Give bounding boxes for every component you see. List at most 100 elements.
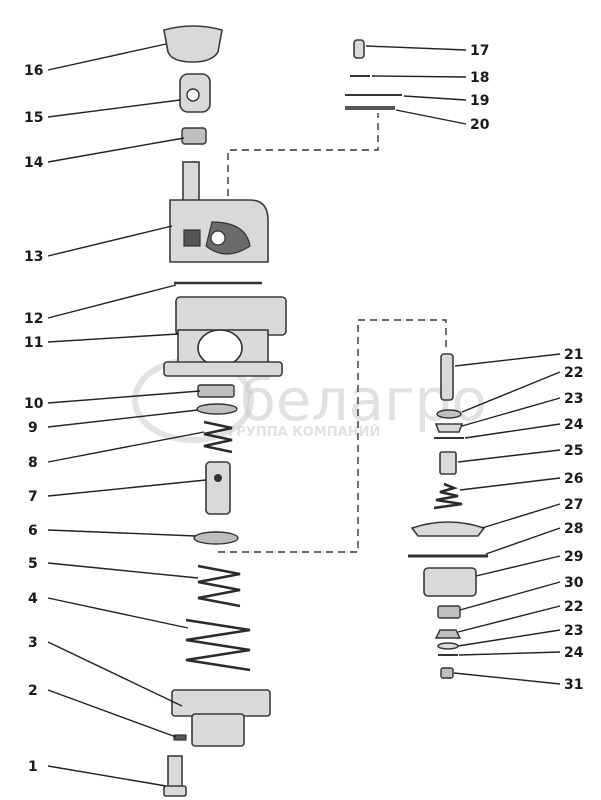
leader-13	[47, 225, 173, 257]
part-20-shim	[345, 106, 395, 110]
part-5-spring	[197, 564, 241, 608]
part-31-nut	[440, 667, 454, 679]
callout-16: 16	[24, 63, 43, 79]
callout-15: 15	[24, 110, 43, 126]
leader-9	[47, 409, 199, 428]
callout-27: 27	[564, 497, 583, 513]
callout-9: 9	[28, 420, 38, 436]
leader-28	[485, 527, 561, 555]
part-27-diaphragm	[410, 521, 486, 537]
callout-17: 17	[470, 43, 489, 59]
part-15-eye-bolt	[179, 73, 211, 113]
callout-23a: 23	[564, 391, 583, 407]
callout-8: 8	[28, 455, 38, 471]
leader-22a	[461, 371, 561, 413]
part-1-bolt	[163, 755, 187, 797]
part-9-washer	[196, 403, 238, 415]
part-17-pin	[353, 39, 365, 59]
part-4-large-spring	[185, 618, 251, 672]
leader-24a	[464, 423, 561, 439]
callout-7: 7	[28, 489, 38, 505]
callout-14: 14	[24, 155, 44, 171]
watermark-subtitle: ГРУППА КОМПАНИЙ	[228, 424, 380, 440]
leader-26	[459, 477, 561, 491]
callout-24a: 24	[564, 417, 584, 433]
leader-11	[47, 333, 179, 343]
part-11-body	[163, 296, 287, 377]
callout-19: 19	[470, 93, 489, 109]
part-13-upper-housing	[169, 161, 269, 263]
leader-8	[47, 431, 205, 463]
leader-19	[403, 95, 467, 101]
callout-30: 30	[564, 575, 584, 591]
part-25-sleeve	[439, 451, 457, 475]
leader-29	[475, 555, 561, 577]
callout-4: 4	[28, 591, 38, 607]
part-21-rod	[440, 353, 454, 401]
leader-3	[47, 641, 183, 707]
leader-16	[47, 43, 167, 71]
callout-26: 26	[564, 471, 583, 487]
leader-14	[47, 137, 185, 163]
leader-23b	[457, 629, 561, 647]
leader-25	[457, 449, 561, 463]
callout-22b: 22	[564, 599, 583, 615]
callout-10: 10	[24, 396, 44, 412]
callout-22a: 22	[564, 365, 583, 381]
leader-4	[47, 597, 189, 629]
callout-3: 3	[28, 635, 38, 651]
callout-1: 1	[28, 759, 38, 775]
leader-6	[47, 529, 197, 537]
leader-5	[47, 562, 199, 579]
leader-24b	[458, 651, 561, 656]
callout-24b: 24	[564, 645, 584, 661]
part-23a-cone	[434, 423, 464, 433]
callout-18: 18	[470, 70, 489, 86]
leader-22b	[457, 605, 561, 633]
callout-29: 29	[564, 549, 583, 565]
leader-2	[47, 689, 177, 738]
part-14-nut	[181, 127, 207, 145]
callout-25: 25	[564, 443, 583, 459]
part-3-base	[171, 689, 271, 747]
part-10-seal	[197, 384, 235, 398]
part-8-small-spring	[203, 420, 233, 454]
callout-6: 6	[28, 523, 38, 539]
callout-23b: 23	[564, 623, 583, 639]
part-7-plunger	[205, 461, 231, 515]
leader-18	[371, 75, 467, 78]
leader-31	[453, 672, 561, 685]
callout-13: 13	[24, 249, 43, 265]
part-23b-ring	[437, 642, 459, 650]
callout-5: 5	[28, 556, 38, 572]
part-22a-ring	[436, 409, 462, 419]
part-30-valve-seat	[437, 605, 461, 619]
part-16-knob-cap	[163, 25, 223, 63]
part-29-cap	[423, 567, 477, 597]
leader-7	[47, 479, 207, 497]
callout-20: 20	[470, 117, 490, 133]
leader-23a	[461, 397, 561, 427]
callout-2: 2	[28, 683, 38, 699]
callout-11: 11	[24, 335, 43, 351]
callout-21: 21	[564, 347, 583, 363]
part-2-pin	[173, 734, 187, 741]
leader-20	[395, 109, 467, 125]
callout-12: 12	[24, 311, 43, 327]
part-6-washer	[193, 531, 239, 545]
callout-31: 31	[564, 677, 583, 693]
leader-12	[47, 284, 177, 319]
leader-30	[459, 581, 561, 611]
dashed-path-upper	[227, 113, 379, 232]
leader-10	[47, 390, 201, 404]
leader-21	[454, 353, 561, 367]
part-26-cone-spring	[433, 482, 463, 510]
dashed-path-lower	[218, 319, 447, 553]
leader-1	[47, 765, 167, 787]
part-22b-ring	[434, 629, 462, 639]
leader-15	[47, 99, 181, 118]
leader-17	[365, 45, 467, 51]
leader-27	[481, 503, 561, 529]
callout-28: 28	[564, 521, 583, 537]
